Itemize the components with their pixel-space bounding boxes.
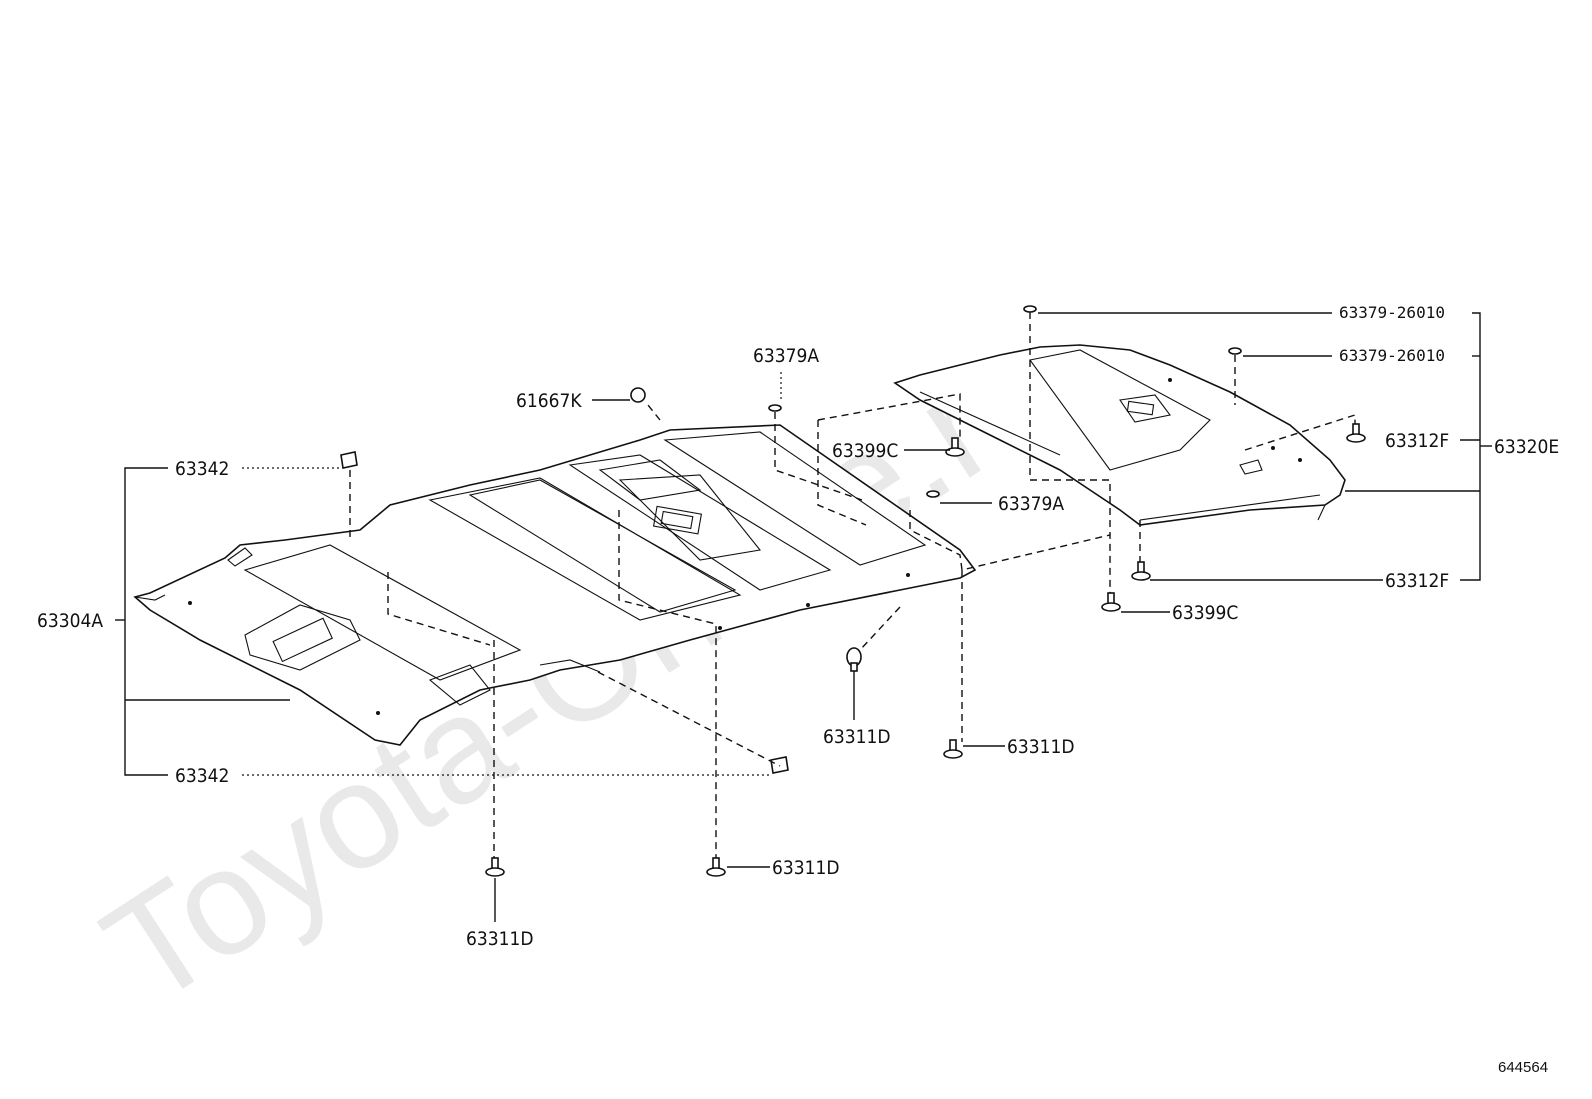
fastener-63399C-bottom — [1101, 592, 1121, 612]
label-63399C-top: 63399C — [832, 440, 898, 462]
label-63379-26010-b: 63379-26010 — [1339, 346, 1445, 365]
label-63342-top: 63342 — [175, 458, 229, 480]
label-63311D-bottom-center: 63311D — [772, 857, 840, 879]
fastener-63399C-top — [945, 437, 965, 457]
clip-63379-26010-b — [1228, 347, 1242, 355]
label-63342-bottom: 63342 — [175, 765, 229, 787]
fastener-63312F-top — [1346, 423, 1366, 443]
label-63399C-bottom: 63399C — [1172, 602, 1238, 624]
fastener-63312F-bottom — [1131, 561, 1151, 581]
clip-63342-top — [340, 451, 358, 469]
main-headliner — [133, 424, 977, 746]
label-63379-26010-a: 63379-26010 — [1339, 303, 1445, 322]
fastener-63311D-mid — [846, 647, 862, 672]
clip-63342-bottom — [770, 756, 789, 774]
rear-headliner — [893, 344, 1346, 526]
label-63312F-top: 63312F — [1385, 430, 1449, 452]
clip-61667K — [630, 387, 646, 403]
label-61667K: 61667K — [516, 390, 582, 412]
fasteners — [340, 305, 1366, 877]
label-63379A-top: 63379A — [753, 345, 819, 367]
fastener-63311D-bottom-left — [485, 857, 505, 877]
fastener-63311D-right — [943, 739, 963, 759]
clip-63379A-mid — [926, 490, 940, 498]
label-63312F-bottom: 63312F — [1385, 570, 1449, 592]
label-63311D-right: 63311D — [1007, 736, 1075, 758]
fastener-63311D-bottom-center — [706, 857, 726, 877]
label-63304A: 63304A — [37, 610, 103, 632]
label-63311D-mid: 63311D — [823, 726, 891, 748]
leader-lines — [115, 312, 1492, 922]
label-63379A-mid: 63379A — [998, 493, 1064, 515]
label-63320E: 63320E — [1494, 436, 1559, 458]
figure-id: 644564 — [1498, 1059, 1548, 1076]
assembly-lines — [349, 312, 1356, 858]
clip-63379A-top — [768, 404, 782, 412]
labels: 63342 63342 63304A 61667K 63379A 63399C … — [37, 303, 1559, 1076]
label-63311D-bottom-left: 63311D — [466, 928, 534, 950]
clip-63379-26010-a — [1023, 305, 1037, 313]
